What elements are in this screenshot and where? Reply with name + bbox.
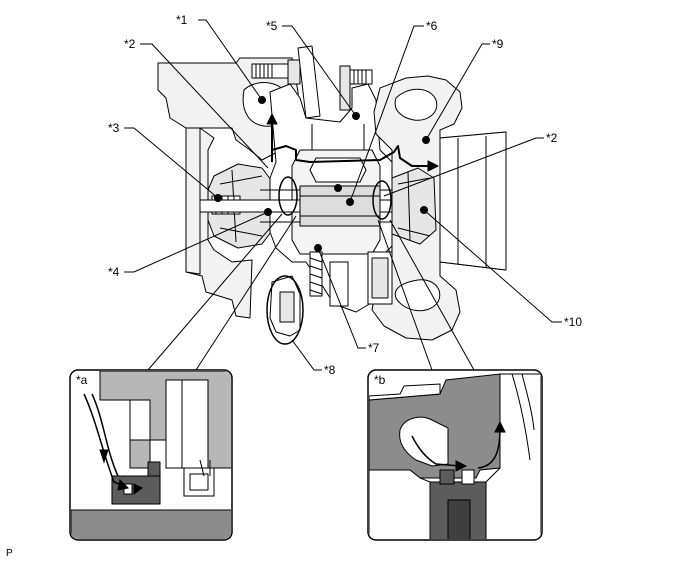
callout-1: *1: [176, 13, 188, 27]
turbocharger-cross-section: [157, 45, 507, 345]
callout-2-top: *2: [124, 37, 136, 51]
figure-code: P: [6, 548, 13, 559]
callout-3: *3: [108, 121, 120, 135]
detail-b-origin-oval: [372, 180, 392, 220]
callout-2-right: *2: [546, 131, 558, 145]
housing-bolt: [251, 63, 289, 79]
compressor-volute-lower: [394, 279, 441, 312]
callout-10: *10: [564, 315, 582, 329]
actuator-bracket: [329, 261, 349, 307]
detail-8-oval: [266, 275, 304, 345]
callout-5: *5: [266, 19, 278, 33]
oil-flow-path: [271, 145, 432, 167]
compressor-outlet: [439, 131, 507, 271]
detail-b-label: *b: [374, 373, 386, 387]
callout-9: *9: [492, 37, 504, 51]
leader-lines: [124, 19, 562, 371]
detail-a-label: *a: [76, 373, 88, 387]
oil-inlet-pipe: [297, 45, 321, 119]
detail-b-inset: *b: [367, 369, 543, 541]
oil-passage: [309, 157, 367, 183]
detail-a-origin-oval: [278, 176, 298, 216]
callout-8: *8: [324, 363, 336, 377]
journal-bearing: [299, 185, 381, 227]
detail-a-inset: *a: [69, 369, 233, 541]
callout-4: *4: [108, 265, 120, 279]
callout-7: *7: [368, 341, 380, 355]
turbine-housing-lower: [185, 127, 201, 275]
compressor-wheel: [391, 167, 437, 245]
compressor-volute-upper: [394, 88, 438, 121]
callout-labels: *1 *2 *5 *6 *9 *2 *3 *4 *10 *7 *8: [108, 13, 582, 377]
callout-6: *6: [426, 19, 438, 33]
